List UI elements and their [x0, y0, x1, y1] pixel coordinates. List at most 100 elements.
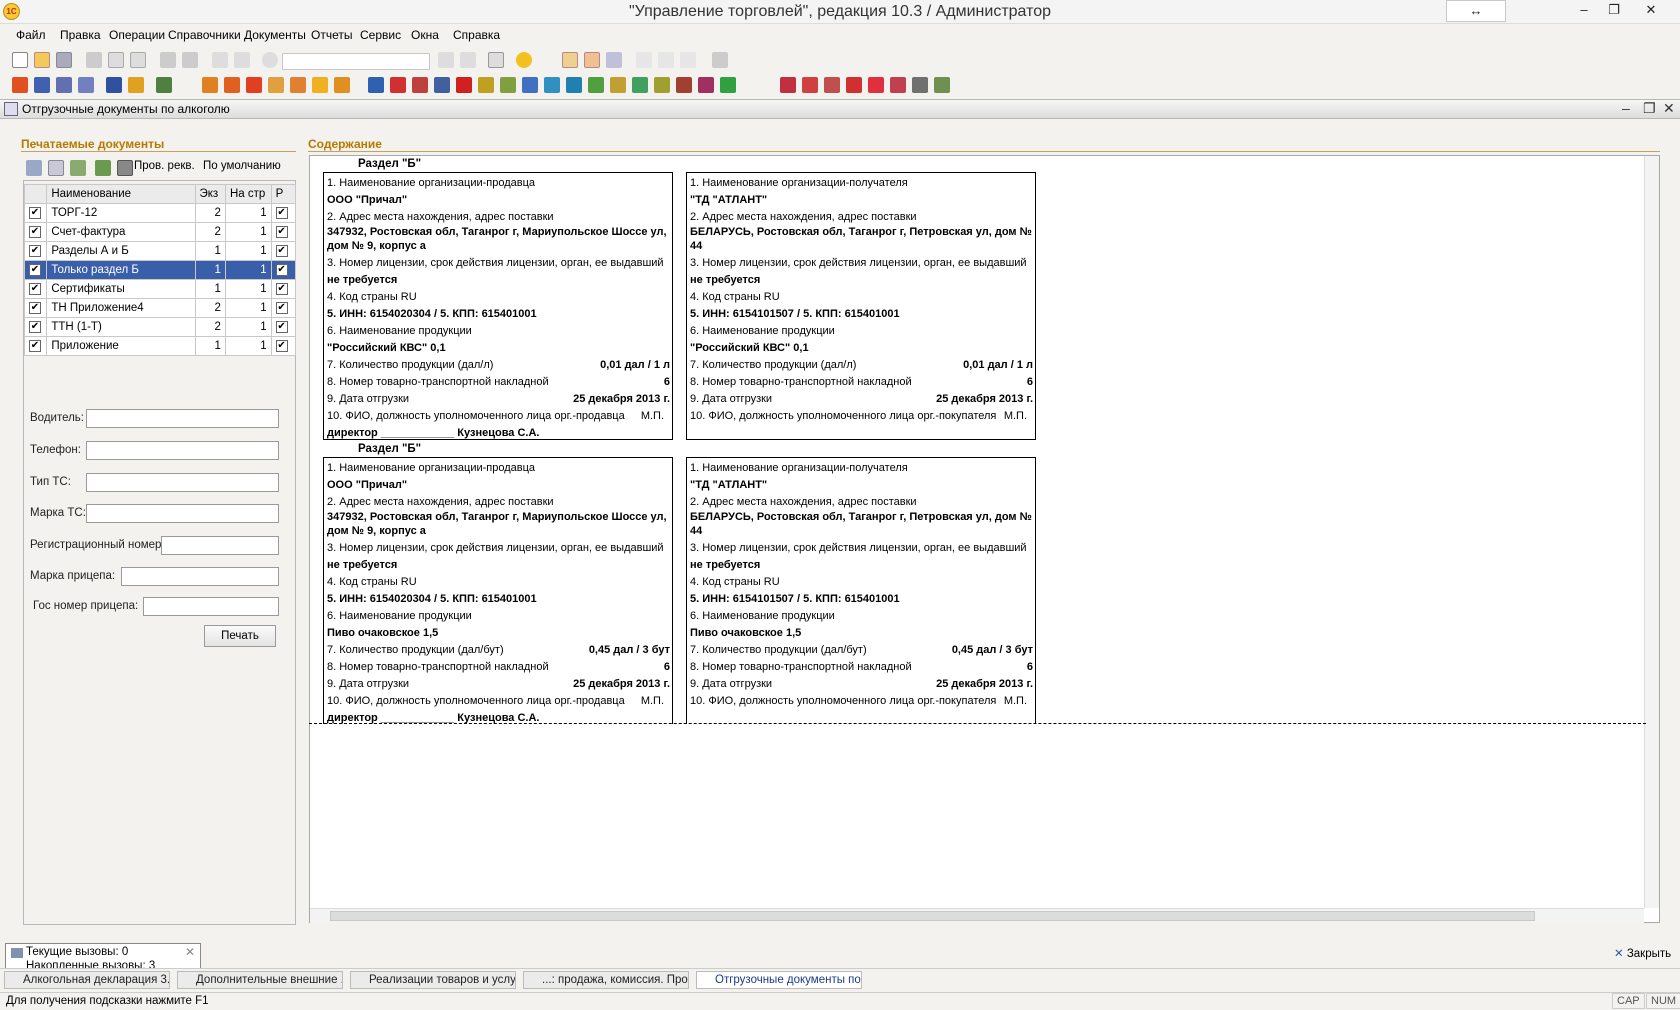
- select-all-icon[interactable]: [26, 160, 42, 176]
- reg-number-field[interactable]: [161, 536, 279, 555]
- service-7-icon[interactable]: [912, 77, 928, 93]
- sales-icon[interactable]: [202, 77, 218, 93]
- service-6-icon[interactable]: [890, 77, 906, 93]
- export-icon[interactable]: [95, 160, 111, 176]
- row-copies[interactable]: 2: [194, 317, 226, 337]
- task-tab-shipping-docs[interactable]: Отгрузочные документы по...: [696, 971, 862, 989]
- vehicle-brand-field[interactable]: [86, 504, 279, 523]
- documents-list-icon[interactable]: [56, 77, 72, 93]
- row-r-checkbox[interactable]: ✔: [275, 225, 288, 238]
- menu-service[interactable]: Сервис: [360, 28, 402, 42]
- memory-m-icon[interactable]: [636, 52, 652, 68]
- row-checkbox[interactable]: ✔: [29, 225, 41, 238]
- tree-icon[interactable]: [128, 77, 144, 93]
- info-icon[interactable]: [516, 52, 532, 68]
- close-panel-button[interactable]: ✕ Закрыть: [1614, 946, 1671, 960]
- restore-split-button[interactable]: ↔: [1446, 0, 1506, 22]
- column-header-name[interactable]: Наименование: [46, 184, 196, 204]
- table-row[interactable]: ✔ ТТН (1-Т) 2 1 ✔: [23, 317, 297, 337]
- report-5-icon[interactable]: [456, 77, 472, 93]
- table-row[interactable]: ✔ Сертификаты 1 1 ✔: [23, 279, 297, 299]
- service-3-icon[interactable]: [824, 77, 840, 93]
- copy-icon[interactable]: [108, 52, 124, 68]
- row-r-checkbox[interactable]: ✔: [275, 301, 288, 314]
- row-copies[interactable]: 2: [194, 203, 226, 223]
- cut-icon[interactable]: [86, 52, 102, 68]
- row-per-page[interactable]: 1: [224, 336, 272, 356]
- menu-help[interactable]: Справка: [453, 28, 501, 42]
- menu-windows[interactable]: Окна: [411, 28, 439, 42]
- print-icon[interactable]: [160, 52, 176, 68]
- refresh-icon[interactable]: [70, 160, 86, 176]
- paste-icon[interactable]: [130, 52, 146, 68]
- column-header-r[interactable]: Р: [270, 184, 297, 204]
- row-checkbox[interactable]: ✔: [29, 301, 41, 314]
- report-10-icon[interactable]: [566, 77, 582, 93]
- row-r-checkbox[interactable]: ✔: [275, 339, 288, 352]
- task-tab-declaration[interactable]: Алкогольная декларация 3...: [4, 971, 170, 989]
- row-per-page[interactable]: 1: [224, 279, 272, 299]
- doc-close-button[interactable]: ✕: [1663, 100, 1675, 116]
- column-header-per-page[interactable]: На стр: [224, 184, 272, 204]
- report-13-icon[interactable]: [632, 77, 648, 93]
- row-r-checkbox[interactable]: ✔: [275, 263, 288, 276]
- row-checkbox[interactable]: ✔: [29, 320, 41, 333]
- tools-icon[interactable]: [712, 52, 728, 68]
- row-checkbox[interactable]: ✔: [29, 339, 41, 352]
- menu-references[interactable]: Справочники: [168, 28, 241, 42]
- report-17-icon[interactable]: [720, 77, 736, 93]
- cash-icon[interactable]: [312, 77, 328, 93]
- orders-icon[interactable]: [246, 77, 262, 93]
- report-16-icon[interactable]: [698, 77, 714, 93]
- table-row-selected[interactable]: ✔ Только раздел Б 1 1 ✔: [23, 260, 297, 280]
- report-2-icon[interactable]: [390, 77, 406, 93]
- task-tab-commission[interactable]: ...: продажа, комиссия. Про...: [523, 971, 689, 989]
- report-14-icon[interactable]: [654, 77, 670, 93]
- table-row[interactable]: ✔ Приложение 1 1 ✔: [23, 336, 297, 356]
- open-folder-icon[interactable]: [34, 52, 50, 68]
- row-per-page[interactable]: 1: [224, 260, 272, 280]
- bank-icon[interactable]: [334, 77, 350, 93]
- row-checkbox[interactable]: ✔: [29, 282, 41, 295]
- check-requisites-button[interactable]: Пров. рекв.: [134, 160, 195, 172]
- row-copies[interactable]: 2: [194, 222, 226, 242]
- report-11-icon[interactable]: [588, 77, 604, 93]
- settings-list-icon[interactable]: [117, 160, 133, 176]
- search-icon[interactable]: [262, 52, 278, 68]
- row-r-checkbox[interactable]: ✔: [275, 320, 288, 333]
- report-8-icon[interactable]: [522, 77, 538, 93]
- table-row[interactable]: ✔ ТОРГ-12 2 1 ✔: [23, 203, 297, 223]
- clients-icon[interactable]: [268, 77, 284, 93]
- row-per-page[interactable]: 1: [224, 203, 272, 223]
- row-copies[interactable]: 1: [194, 260, 226, 280]
- table-row[interactable]: ✔ Разделы А и Б 1 1 ✔: [23, 241, 297, 261]
- find-prev-icon[interactable]: [460, 52, 476, 68]
- report-4-icon[interactable]: [434, 77, 450, 93]
- memory-minus-icon[interactable]: [680, 52, 696, 68]
- new-document-icon[interactable]: [12, 52, 28, 68]
- driver-field[interactable]: [86, 409, 279, 428]
- row-per-page[interactable]: 1: [224, 222, 272, 242]
- documents-icon[interactable]: [34, 77, 50, 93]
- table-row[interactable]: ✔ ТН Приложение4 2 1 ✔: [23, 298, 297, 318]
- printer-list-icon[interactable]: [78, 77, 94, 93]
- task-tab-sales[interactable]: Реализации товаров и услуг: [350, 971, 516, 989]
- report-7-icon[interactable]: [500, 77, 516, 93]
- row-copies[interactable]: 1: [194, 336, 226, 356]
- service-2-icon[interactable]: [802, 77, 818, 93]
- column-header-check[interactable]: [23, 184, 48, 204]
- row-copies[interactable]: 2: [194, 298, 226, 318]
- row-per-page[interactable]: 1: [224, 298, 272, 318]
- find-next-icon[interactable]: [438, 52, 454, 68]
- vehicle-type-field[interactable]: [86, 473, 279, 492]
- row-per-page[interactable]: 1: [224, 241, 272, 261]
- copy-docs-icon[interactable]: [48, 160, 64, 176]
- row-checkbox[interactable]: ✔: [29, 244, 41, 257]
- table-row[interactable]: ✔ Счет-фактура 2 1 ✔: [23, 222, 297, 242]
- service-8-icon[interactable]: [934, 77, 950, 93]
- row-r-checkbox[interactable]: ✔: [275, 244, 288, 257]
- print-preview-icon[interactable]: [182, 52, 198, 68]
- service-5-icon[interactable]: [868, 77, 884, 93]
- trailer-brand-field[interactable]: [121, 567, 279, 586]
- menu-operations[interactable]: Операции: [109, 28, 166, 42]
